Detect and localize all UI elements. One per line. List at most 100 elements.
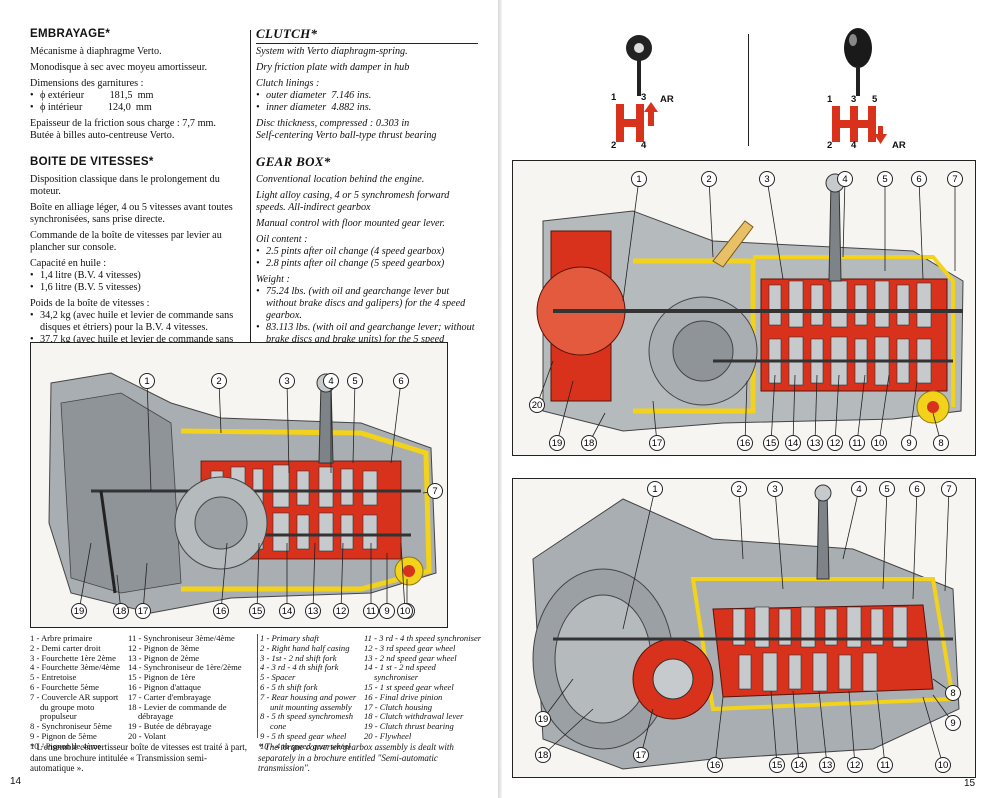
english-column: CLUTCH* System with Verto diaphragm-spri… — [256, 26, 476, 362]
callout-label-14: 14 — [282, 606, 293, 617]
callout-leader-19 — [542, 678, 574, 720]
legend-en-item: 19 - Clutch thrust bearing — [364, 721, 454, 732]
legend-fr-item: 17 - Carter d'embrayage — [128, 691, 211, 702]
callout-label-1: 1 — [144, 376, 149, 387]
callout-label-5: 5 — [884, 484, 889, 495]
callout-label-13: 13 — [308, 606, 319, 617]
callout-label-12: 12 — [830, 438, 841, 449]
callout-circle-10 — [871, 435, 887, 451]
clutch-dim-fr-inner: ϕ intérieur 124,0 mm — [30, 102, 248, 114]
clutch-dim-en-outer: outer diameter 7.146 ins. — [256, 90, 476, 102]
callout-circle-1 — [631, 171, 647, 187]
legend-en-item: 1 - Primary shaft — [260, 633, 319, 643]
legend-fr-item: 6 - Fourchette 5ème — [30, 681, 99, 692]
gearbox-3d-cutaway-illustration — [513, 479, 975, 777]
clutch-dims-fr: ϕ extérieur 181,5 mm ϕ intérieur 124,0 m… — [30, 90, 248, 114]
callout-leader-10 — [922, 696, 944, 766]
legend-en-item: 16 - Final drive pinion — [364, 691, 443, 702]
callout-label-15: 15 — [766, 438, 777, 449]
callout-label-1: 1 — [636, 174, 641, 185]
clutch-heading-en: CLUTCH* — [256, 26, 318, 41]
callout-leader-15 — [770, 374, 776, 444]
callout-leader-17 — [142, 562, 148, 612]
callout-circle-9 — [379, 603, 395, 619]
callout-circle-3 — [279, 373, 295, 389]
legend-fr-item: 2 - Demi carter droit — [30, 642, 101, 653]
callout-leader-16 — [714, 696, 724, 766]
callout-leader-7 — [944, 488, 950, 592]
legend-fr-item: 19 - Butée de débrayage — [128, 721, 212, 732]
legend-fr-item: 16 - Pignon d'attaque — [128, 681, 201, 692]
callout-leader-3 — [286, 380, 290, 474]
callout-label-8: 8 — [950, 688, 955, 699]
callout-circle-13 — [807, 435, 823, 451]
shift-5-label-2: 2 — [827, 140, 833, 151]
callout-circle-16 — [707, 757, 723, 773]
callout-circle-16 — [737, 435, 753, 451]
legend-en-item: 6 - 5 th shift fork — [260, 681, 318, 692]
callout-label-9: 9 — [950, 718, 955, 729]
callout-leader-3 — [766, 178, 784, 280]
book-gutter — [498, 0, 502, 798]
shift-4-label-4: 4 — [641, 140, 647, 151]
callout-circle-14 — [785, 435, 801, 451]
callout-circle-13 — [305, 603, 321, 619]
callout-circle-10 — [935, 757, 951, 773]
callout-label-8: 8 — [938, 438, 943, 449]
legend-en-item: 8 - 5 th speed synchromesh cone — [260, 711, 353, 732]
legend-en-item: 11 - 3 rd - 4 th speed synchroniser — [364, 633, 482, 643]
clutch-bearing-fr: Butée à billes auto-centreuse Verto. — [30, 130, 175, 141]
callout-leader-4 — [842, 178, 846, 258]
callout-label-2: 2 — [736, 484, 741, 495]
callout-leader-5 — [352, 380, 356, 464]
callout-leader-11 — [876, 692, 886, 766]
callout-label-12: 12 — [336, 606, 347, 617]
callout-circle-18 — [113, 603, 129, 619]
callout-label-11: 11 — [852, 438, 862, 449]
gearbox-para-fr-1: Disposition classique dans le prolongeme… — [30, 174, 220, 197]
gearbox-para-fr-4: Capacité en huile : — [30, 258, 107, 269]
callout-leader-6 — [390, 380, 402, 464]
callout-label-7: 7 — [946, 484, 951, 495]
legend-en-col1: 1 - Primary shaft 2 - Right hand half ca… — [260, 633, 368, 752]
callout-circle-12 — [827, 435, 843, 451]
gearbox-cutaway-illustration — [31, 343, 447, 627]
callout-label-3: 3 — [284, 376, 289, 387]
gearbox-weight-en-1: 75.24 lbs. (with oil and gearchange leve… — [256, 286, 476, 322]
shift-pattern-5-graphic — [832, 28, 887, 144]
legend-fr-item: 18 - Levier de commande de débrayage — [128, 701, 227, 722]
callout-circle-15 — [769, 757, 785, 773]
legend-en-item: 12 - 3 rd speed gear wheel — [364, 642, 456, 653]
gearbox-para-fr-3: Commande de la boîte de vitesses par lev… — [30, 230, 222, 253]
callout-leader-6 — [918, 178, 924, 280]
gearbox-heading-en: GEAR BOX* — [256, 154, 331, 169]
callout-label-7: 7 — [952, 174, 957, 185]
callout-circle-5 — [347, 373, 363, 389]
clutch-heading-fr: EMBRAYAGE* — [30, 28, 111, 40]
legend-fr-item: 5 - Entretoise — [30, 672, 77, 683]
legend-en-item: 5 - Spacer — [260, 672, 296, 683]
callout-circle-11 — [849, 435, 865, 451]
callout-label-2: 2 — [216, 376, 221, 387]
legend-en-item: 10 - 4 th speed gear wheel — [260, 740, 351, 751]
clutch-para-fr-2: Monodisque à sec avec moyeu amortisseur. — [30, 62, 208, 73]
gearbox-oil-en: 2.5 pints after oil change (4 speed gear… — [256, 246, 476, 270]
clutch-para-en-3: Clutch linings : — [256, 78, 320, 89]
callout-label-17: 17 — [652, 438, 663, 449]
callout-leader-13 — [818, 690, 828, 766]
callout-circle-6 — [909, 481, 925, 497]
callout-label-4: 4 — [328, 376, 333, 387]
callout-circle-19 — [71, 603, 87, 619]
callout-circle-12 — [333, 603, 349, 619]
callout-circle-18 — [535, 747, 551, 763]
callout-circle-5 — [877, 171, 893, 187]
callout-label-11: 11 — [880, 760, 890, 771]
page-number-left: 14 — [10, 776, 22, 787]
legend-en-item: 20 - Flywheel — [364, 730, 412, 741]
clutch-thickness-en: Disc thickness, compressed : 0.303 in — [256, 118, 410, 129]
callout-label-19: 19 — [552, 438, 563, 449]
legend-fr-item: 1 - Arbre primaire — [30, 633, 93, 643]
callout-circle-14 — [279, 603, 295, 619]
footnote-fr: * L'ensemble convertisseur boîte de vite… — [30, 742, 248, 773]
